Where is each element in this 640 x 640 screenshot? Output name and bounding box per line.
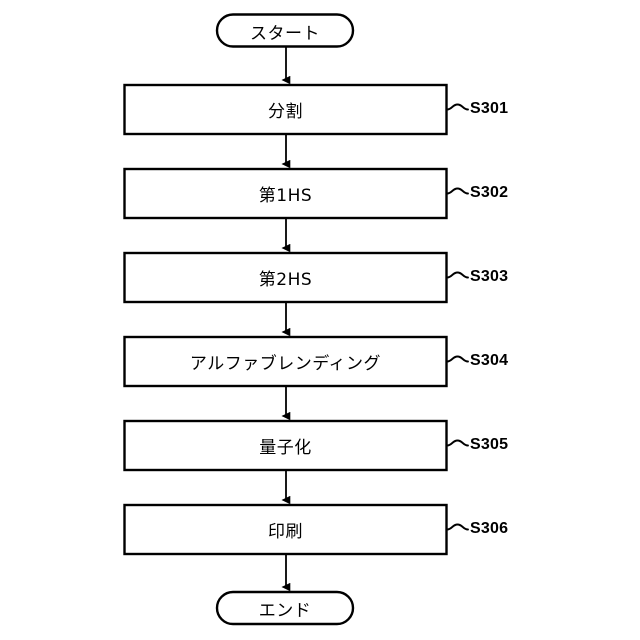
leader-squiggle-s301 xyxy=(446,103,469,111)
step-id-s302: S302 xyxy=(470,184,509,201)
end-terminal-shape xyxy=(215,590,355,626)
process-box-s306-shape xyxy=(123,503,448,556)
leader-squiggle-s304 xyxy=(446,355,469,363)
leader-squiggle-s306 xyxy=(446,523,469,531)
process-box-s305-shape xyxy=(123,419,448,472)
leader-squiggle-s302 xyxy=(446,187,469,195)
leader-squiggle-s303 xyxy=(446,271,469,279)
process-box-s303-shape xyxy=(123,251,448,304)
step-id-s303: S303 xyxy=(470,268,509,285)
process-box-s301-shape xyxy=(123,83,448,136)
step-id-s306: S306 xyxy=(470,520,509,537)
step-id-s301: S301 xyxy=(470,100,509,117)
step-id-s305: S305 xyxy=(470,436,509,453)
step-id-s304: S304 xyxy=(470,352,509,369)
leader-squiggle-s305 xyxy=(446,439,469,447)
process-box-s302-shape xyxy=(123,167,448,220)
process-box-s304-shape xyxy=(123,335,448,388)
start-terminal-shape xyxy=(215,13,355,48)
